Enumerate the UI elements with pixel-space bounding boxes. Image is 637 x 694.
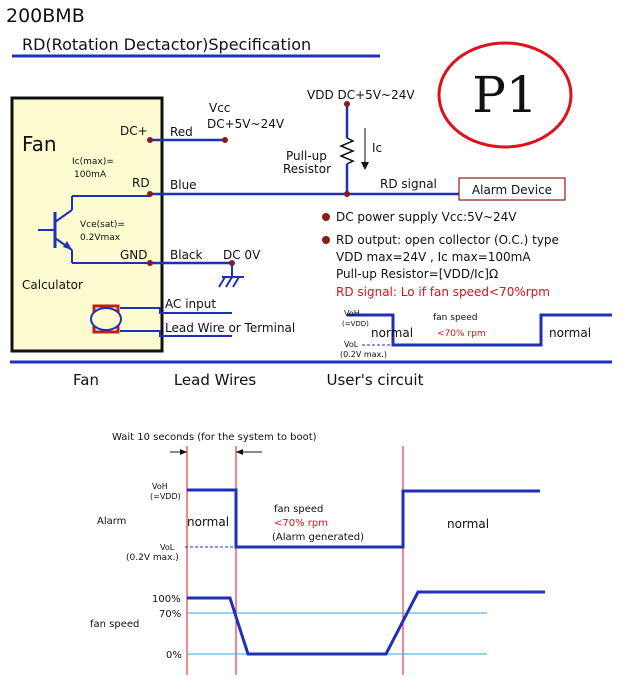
ac-input-label: AC input (165, 297, 216, 311)
pct-0: 0% (166, 650, 182, 661)
vdd-supply-label: VDD DC+5V~24V (307, 88, 415, 102)
vcc-node (222, 137, 228, 143)
boot-arrow-left-head (180, 449, 187, 455)
ground-icon (218, 263, 244, 288)
vcc-label: Vcc (209, 101, 230, 115)
ic-max-value: 100mA (74, 170, 107, 180)
spec-power-supply: DC power supply Vcc:5V~24V (336, 210, 517, 224)
spec-rd-output: RD output: open collector (O.C.) type (336, 233, 559, 247)
alarm-device-label: Alarm Device (472, 183, 552, 197)
timing-alarm-generated: (Alarm generated) (272, 532, 364, 543)
mini-vol-sub: (0.2V max.) (340, 350, 387, 359)
rd-signal-label: RD signal (380, 177, 437, 191)
mini-voh-sub: (=VDD) (342, 320, 369, 328)
timing-vol: VoL (160, 543, 175, 552)
fan-box-title: Fan (22, 132, 57, 156)
model-title: 200BMB (6, 5, 85, 27)
emitter-arrow (63, 241, 72, 250)
alarm-axis-label: Alarm (97, 516, 126, 527)
timing-vol-sub: (0.2V max.) (126, 553, 179, 563)
timing-normal-left: normal (187, 515, 229, 529)
pull-up-resistor (339, 137, 355, 165)
fan-speed-waveform (187, 590, 545, 656)
pin-dc-plus: DC+ (120, 124, 148, 138)
mini-voh: VoH (344, 309, 360, 318)
pull-up-label: Pull-up (286, 149, 327, 163)
rd-junction-node (344, 191, 350, 197)
section-lead-wires: Lead Wires (174, 371, 257, 389)
ac-connector (90, 307, 122, 331)
black-wire-label: Black (170, 248, 203, 262)
vcc-range: DC+5V~24V (207, 117, 285, 131)
mini-pct: <70% rpm (437, 329, 486, 339)
pct-100: 100% (152, 594, 181, 605)
calculator-label: Calculator (22, 278, 83, 292)
alarm-device-box (458, 177, 566, 201)
pin-gnd: GND (120, 248, 148, 262)
alarm-waveform (187, 488, 540, 549)
spec-subtitle: RD(Rotation Dectactor)Specification (22, 35, 311, 54)
mini-fan-speed: fan speed (433, 313, 477, 323)
dc0v-label: DC 0V (223, 248, 261, 262)
dc-plus-node (147, 137, 153, 143)
spec-vdd-ic-max: VDD max=24V , Ic max=100mA (336, 250, 531, 264)
rd-node (147, 191, 153, 197)
ic-label: Ic (372, 141, 382, 155)
timing-voh-sub: (=VDD) (150, 492, 181, 501)
timing-normal-right: normal (447, 517, 489, 531)
mini-normal-left: normal (371, 326, 413, 340)
pct-70: 70% (159, 609, 181, 620)
section-users-circuit: User's circuit (327, 371, 424, 389)
section-fan: Fan (73, 371, 99, 389)
wait-note: Wait 10 seconds (for the system to boot) (112, 432, 317, 443)
red-wire-label: Red (170, 125, 193, 139)
badge-ellipse (437, 41, 573, 149)
ic-max-label: Ic(max)= (72, 157, 114, 167)
spec-bullet-2 (322, 236, 330, 244)
mini-rd-waveform (347, 313, 612, 347)
lead-wire-label: Lead Wire or Terminal (165, 321, 295, 335)
mini-normal-right: normal (549, 326, 591, 340)
fan-speed-axis-label: fan speed (90, 619, 139, 630)
timing-pct: <70% rpm (274, 518, 328, 529)
gnd-node (147, 260, 153, 266)
spec-rd-signal-note: RD signal: Lo if fan speed<70%rpm (336, 285, 550, 299)
boot-arrow-right-head (236, 449, 243, 455)
vce-sat-label: Vce(sat)= (80, 220, 125, 230)
spec-bullet-1 (322, 213, 330, 221)
timing-fan-speed-title: fan speed (274, 504, 323, 515)
ac-lead-top (120, 307, 232, 314)
spec-pull-up-formula: Pull-up Resistor=[VDD/Ic]Ω (336, 267, 498, 281)
vdd-node (344, 101, 350, 107)
resistor-label: Resistor (283, 162, 331, 176)
blue-wire-label: Blue (170, 178, 197, 192)
ic-arrow-head (361, 162, 369, 170)
vce-sat-value: 0.2Vmax (80, 233, 121, 243)
ac-lead-bottom (120, 330, 232, 337)
pin-rd: RD (132, 176, 150, 190)
mini-vol: VoL (344, 340, 359, 349)
timing-voh: VoH (152, 482, 168, 491)
badge-label: P1 (472, 66, 537, 124)
